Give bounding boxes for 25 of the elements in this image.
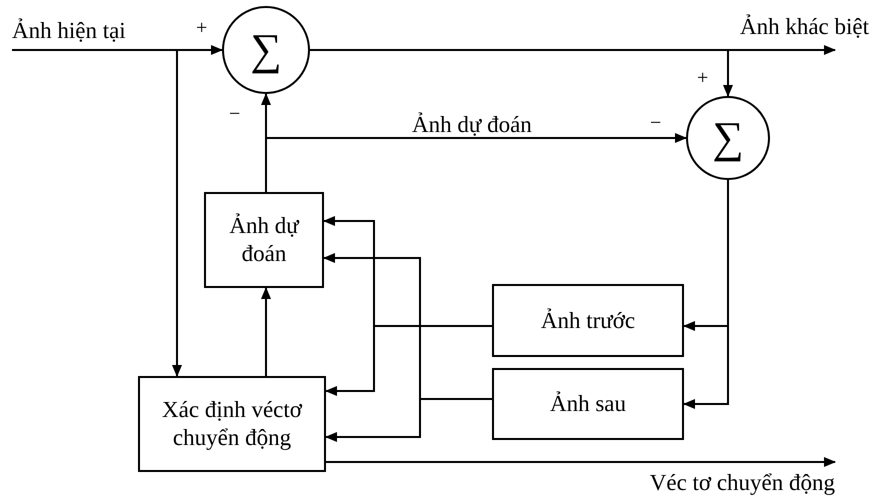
sign-label: + (196, 18, 208, 38)
process-box (492, 284, 684, 357)
sign-label: + (697, 68, 708, 88)
process-box (138, 376, 326, 472)
sign-label: − (650, 113, 662, 133)
box-label: Xác định véctơ chuyển động (161, 396, 304, 452)
sign-label: − (229, 104, 240, 124)
arrow (325, 325, 492, 396)
process-box (204, 192, 324, 288)
box-label: Ảnh dự đoán (228, 212, 300, 268)
edge-label: Ảnh khác biệt (740, 14, 869, 40)
arrow (12, 45, 223, 55)
edge-label: Ảnh dự đoán (412, 112, 532, 138)
arrow (325, 398, 492, 442)
arrow (326, 457, 836, 467)
box-label: Ảnh sau (548, 390, 628, 418)
box-label: Ảnh trước (540, 306, 636, 334)
sum-symbol: ∑ (711, 112, 745, 164)
arrow (261, 287, 271, 376)
process-box (492, 368, 684, 440)
sum-symbol: ∑ (249, 24, 283, 76)
arrow (683, 180, 729, 409)
arrow (172, 50, 182, 377)
edge-label: Ảnh hiện tại (12, 18, 126, 44)
edge-label: Véc tơ chuyển động (650, 470, 835, 496)
